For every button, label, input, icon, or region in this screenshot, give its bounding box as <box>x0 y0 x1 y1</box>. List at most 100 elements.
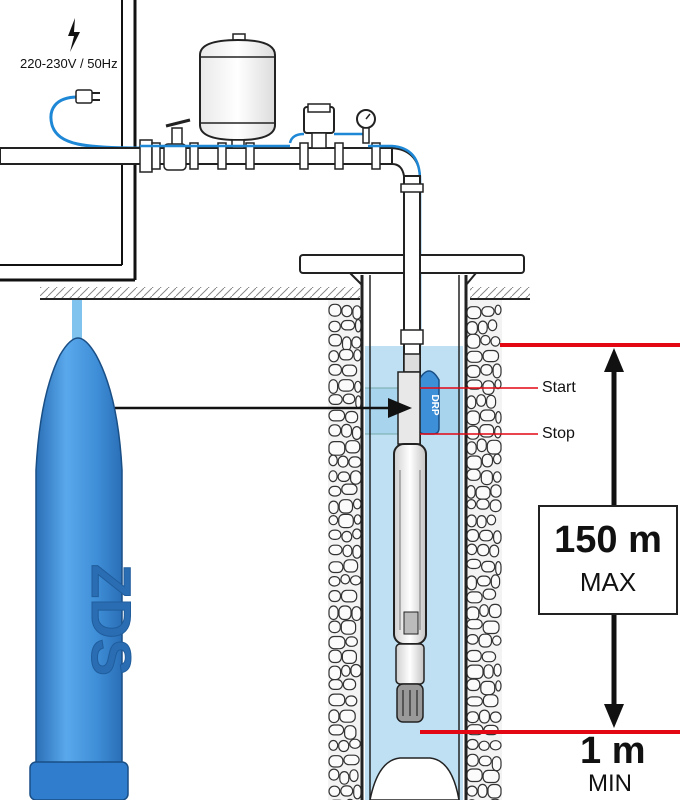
gravel-stone <box>339 709 356 723</box>
gravel-stone <box>351 336 362 349</box>
gravel-stone <box>341 423 353 438</box>
gravel-stone <box>466 633 479 645</box>
probe-brand: ZDS <box>80 564 143 676</box>
gravel-stone <box>343 559 359 573</box>
gravel-stone <box>345 440 361 454</box>
gravel-stone <box>350 470 362 485</box>
gravel-stone <box>476 575 491 587</box>
gravel-stone <box>478 755 492 767</box>
ground <box>40 287 530 300</box>
max-depth-box: 150 m MAX <box>538 505 678 615</box>
gravel-stone <box>495 560 502 576</box>
gravel-stone <box>328 561 344 574</box>
gravel-stone <box>495 680 502 692</box>
gravel-stone <box>466 738 479 750</box>
pressure-switch <box>288 103 370 149</box>
gravel-stone <box>488 603 502 619</box>
gravel-stone <box>482 694 499 708</box>
power-supply-label: 220-230V / 50Hz <box>20 56 118 71</box>
gravel-stone <box>466 543 478 556</box>
gravel-stone <box>349 575 362 586</box>
sensor-tag: DRP <box>429 394 440 415</box>
gravel-stone <box>328 394 343 406</box>
gravel-stone <box>476 394 487 407</box>
gravel-stone <box>491 635 502 646</box>
gravel-stone <box>492 471 502 483</box>
gravel-stone <box>466 558 482 570</box>
gravel-stone <box>350 663 362 678</box>
gravel-stone <box>466 499 477 510</box>
gravel-stone <box>476 498 490 510</box>
gravel-stone <box>492 453 502 465</box>
gravel-stone <box>352 498 362 510</box>
gravel-stone <box>480 680 496 696</box>
sensor-probe-closeup: ZDS <box>29 300 144 800</box>
gravel-stone <box>487 319 498 332</box>
gravel-stone <box>328 424 342 437</box>
gravel-stone <box>482 769 500 784</box>
gravel-stone <box>494 425 502 439</box>
gravel-stone <box>466 678 481 692</box>
gravel-stone <box>342 393 356 405</box>
gravel-stone <box>328 768 340 781</box>
gravel-stone <box>328 678 343 690</box>
gravel-stone <box>353 349 362 362</box>
gravel-stone <box>466 575 477 591</box>
gravel-stone <box>341 649 357 664</box>
gravel-stone <box>351 426 362 441</box>
gravel-stone <box>341 664 351 677</box>
min-depth-word: MIN <box>588 770 632 797</box>
gravel-stone <box>466 364 481 378</box>
gravel-stone <box>349 769 359 783</box>
gravel-stone <box>466 321 478 336</box>
gravel-stone <box>328 454 338 467</box>
gravel-stone <box>476 514 487 529</box>
gravel-stone <box>466 528 480 542</box>
gravel-stone <box>328 785 341 798</box>
gravel-stone <box>490 574 501 589</box>
gravel-stone <box>328 649 342 664</box>
gravel-stone <box>328 470 338 483</box>
gravel-stone <box>481 560 496 573</box>
gravel-stone <box>328 350 340 363</box>
gravel-stone <box>328 709 340 724</box>
gravel-stone <box>344 725 357 740</box>
gravel-stone <box>478 740 490 752</box>
gravel-stone <box>479 409 496 422</box>
submersible-pump <box>393 371 427 723</box>
gravel-stone <box>466 485 476 499</box>
gravel-stone <box>328 693 346 707</box>
gravel-stone <box>328 635 346 650</box>
gravel-stone <box>341 364 358 377</box>
gravel-stone <box>466 664 484 680</box>
gravel-stone <box>478 529 494 542</box>
gravel-stone <box>351 606 362 622</box>
gravel-stone <box>328 665 342 681</box>
gravel-stone <box>328 320 341 333</box>
gravel-stone <box>466 649 482 662</box>
max-depth-value: 150 m <box>554 519 662 561</box>
gravel-stone <box>345 636 358 647</box>
gravel-stone <box>328 755 344 768</box>
gravel-stone <box>352 544 362 559</box>
gravel-stone <box>340 619 357 635</box>
gravel-stone <box>466 410 480 426</box>
gravel-stone <box>479 604 489 618</box>
gravel-stone <box>486 394 497 409</box>
gravel-stone <box>466 618 483 630</box>
gravel-stone <box>492 363 502 379</box>
gravel-stone <box>338 499 354 514</box>
gravel-stone <box>341 483 358 496</box>
gravel-stone <box>328 363 342 376</box>
gravel-stone <box>328 379 339 394</box>
gravel-stone <box>328 529 342 540</box>
gravel-wall-left <box>328 300 362 800</box>
gravel-stone <box>466 785 478 797</box>
gravel-stone <box>480 334 491 346</box>
max-depth-word: MAX <box>579 567 637 597</box>
gravel-stone <box>338 739 350 753</box>
gravel-stone <box>348 456 362 468</box>
gravel-stone <box>466 306 482 320</box>
gravel-stone <box>328 303 342 317</box>
